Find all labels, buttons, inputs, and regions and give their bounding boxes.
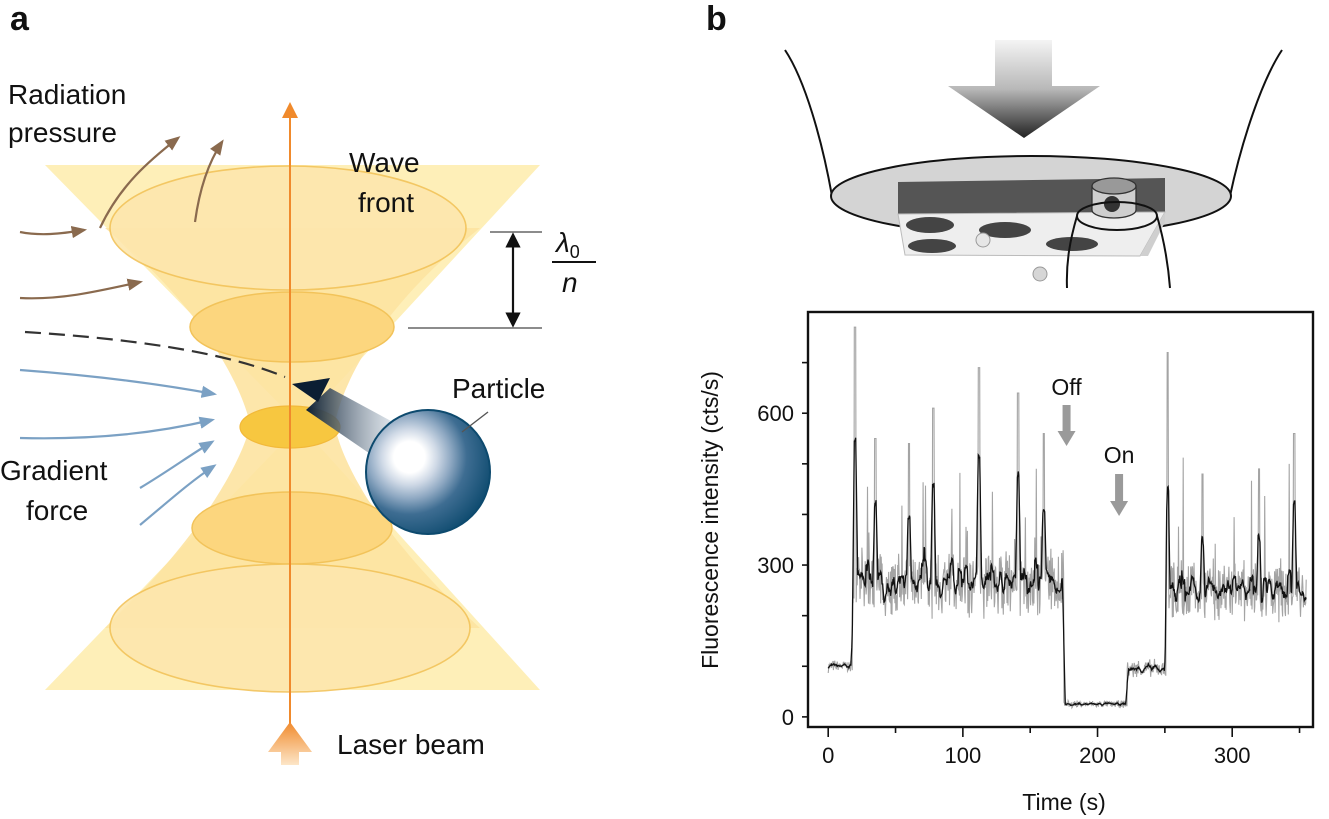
gradient-force-label-line2: force: [26, 495, 88, 526]
panel-b-letter: b: [706, 0, 727, 38]
y-axis-ticks: 0 300 600: [757, 361, 808, 730]
x-tick-label: 300: [1214, 743, 1251, 768]
y-tick-label: 0: [782, 705, 794, 730]
radiation-pressure-label-line1: Radiation: [8, 79, 126, 110]
panel-a-letter: a: [10, 0, 30, 38]
x-axis-ticks: 0 100 200 300: [822, 727, 1301, 768]
gradient-force-arrow: [139, 464, 217, 526]
annotation-arrow-head: [1057, 431, 1076, 446]
dish-wall: [1229, 49, 1283, 197]
nanostructure-block: [897, 177, 1166, 282]
particle-force-arrow: [292, 378, 330, 402]
particle: [365, 409, 491, 535]
illumination-arrow: [948, 40, 1100, 138]
radiation-pressure-arrow: [193, 139, 224, 223]
radiation-pressure-label-line2: pressure: [8, 117, 117, 148]
gradient-force-arrow: [19, 368, 218, 398]
radiation-pressure-arrow: [99, 136, 181, 229]
laser-beam-arrow: [268, 722, 312, 765]
wave-front-ellipse: [189, 291, 395, 363]
wave-front-ellipse: [191, 491, 393, 565]
particle-trajectory: [24, 330, 286, 379]
plot-frame: [806, 310, 1315, 729]
panel-b: b 0 100 200 300: [697, 0, 1315, 815]
optical-fiber: [1065, 215, 1078, 289]
wave-front-label-line2: front: [358, 187, 414, 218]
particle-label: Particle: [452, 373, 545, 404]
radiation-pressure-arrow: [19, 225, 88, 239]
laser-beam-cone: [45, 165, 540, 690]
trace-smoothed: [827, 437, 1307, 707]
y-axis-title: Fluorescence intensity (cts/s): [697, 371, 723, 669]
y-tick-label: 600: [757, 401, 794, 426]
fluorescence-trace: [827, 326, 1307, 710]
x-tick-label: 200: [1079, 743, 1116, 768]
gradient-force-arrow: [19, 416, 216, 440]
wave-front-label-line1: Wave: [349, 147, 420, 178]
refractive-index-symbol: n: [562, 267, 578, 298]
annotation-arrow-head: [1110, 501, 1129, 516]
gradient-force-label-line1: Gradient: [0, 455, 108, 486]
laser-beam-label: Laser beam: [337, 729, 485, 760]
gradient-force-arrow: [139, 440, 215, 489]
annotation-arrow-shaft: [1062, 405, 1071, 432]
x-axis-title: Time (s): [1022, 789, 1105, 815]
radiation-pressure-arrow: [19, 278, 144, 300]
annotation-label: Off: [1051, 374, 1082, 400]
lambda-symbol: λ0: [554, 227, 580, 262]
x-tick-label: 100: [945, 743, 982, 768]
optical-fiber: [1156, 215, 1171, 289]
panel-a: a λ0 n: [0, 0, 596, 765]
wave-front-ellipse: [109, 165, 467, 291]
dish-wall: [784, 49, 833, 197]
annotation-arrow-shaft: [1115, 474, 1124, 502]
x-tick-label: 0: [822, 743, 834, 768]
y-tick-label: 300: [757, 553, 794, 578]
annotation-label: On: [1104, 442, 1135, 468]
particle-leader-line: [461, 411, 489, 433]
